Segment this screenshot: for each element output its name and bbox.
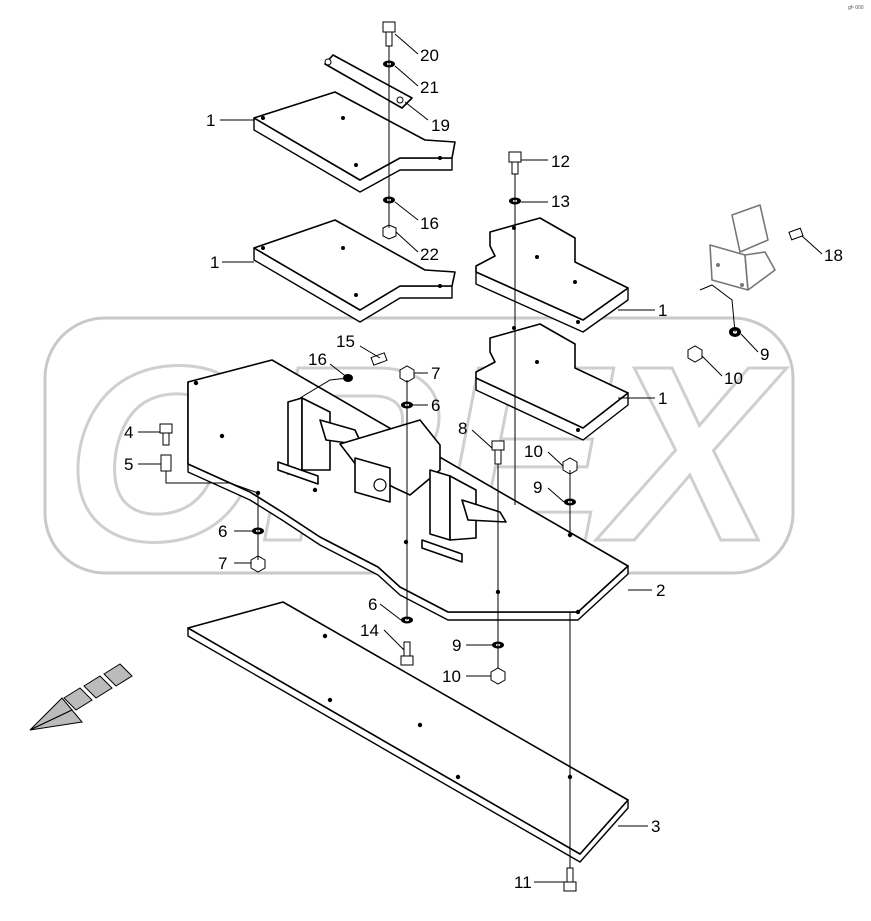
callout-15: 15 — [336, 332, 355, 351]
callout-10: 10 — [724, 369, 743, 388]
part-19-clamp — [324, 54, 413, 109]
part-18-mount — [709, 204, 776, 291]
assembly-lines — [165, 46, 736, 868]
part-1-plate-upper-left — [253, 91, 456, 193]
callout-9: 9 — [533, 478, 542, 497]
direction-arrow-icon — [29, 663, 133, 731]
callout-16: 16 — [420, 214, 439, 233]
support-bracket — [277, 397, 507, 563]
callout-13: 13 — [551, 192, 570, 211]
callout-10: 10 — [524, 442, 543, 461]
callout-numbers: 20 21 19 1 16 22 1 12 13 18 1 9 10 1 15 … — [124, 46, 843, 892]
callout-5: 5 — [124, 455, 133, 474]
callout-4: 4 — [124, 423, 133, 442]
callout-1: 1 — [206, 111, 215, 130]
callout-leaders — [138, 33, 823, 883]
callout-19: 19 — [431, 116, 450, 135]
callout-7: 7 — [431, 364, 440, 383]
callout-20: 20 — [420, 46, 439, 65]
callout-3: 3 — [651, 817, 660, 836]
callout-1: 1 — [210, 253, 219, 272]
callout-12: 12 — [551, 152, 570, 171]
callout-21: 21 — [420, 78, 439, 97]
part-3-bottom-plate — [187, 601, 629, 863]
callout-1: 1 — [658, 389, 667, 408]
corner-code: gf¹ 000 — [848, 5, 864, 11]
callout-6: 6 — [368, 595, 377, 614]
callout-6: 6 — [218, 522, 227, 541]
callout-8: 8 — [458, 419, 467, 438]
callout-18: 18 — [824, 246, 843, 265]
callout-22: 22 — [420, 245, 439, 264]
callout-7: 7 — [218, 554, 227, 573]
callout-9: 9 — [760, 345, 769, 364]
part-1-plate-lower-left — [253, 219, 456, 323]
callout-6: 6 — [431, 396, 440, 415]
callout-11: 11 — [514, 873, 532, 892]
callout-14: 14 — [360, 621, 379, 640]
callout-16: 16 — [308, 350, 327, 369]
callout-1: 1 — [658, 301, 667, 320]
callout-2: 2 — [656, 581, 665, 600]
callout-9: 9 — [452, 636, 461, 655]
callout-10: 10 — [442, 667, 461, 686]
